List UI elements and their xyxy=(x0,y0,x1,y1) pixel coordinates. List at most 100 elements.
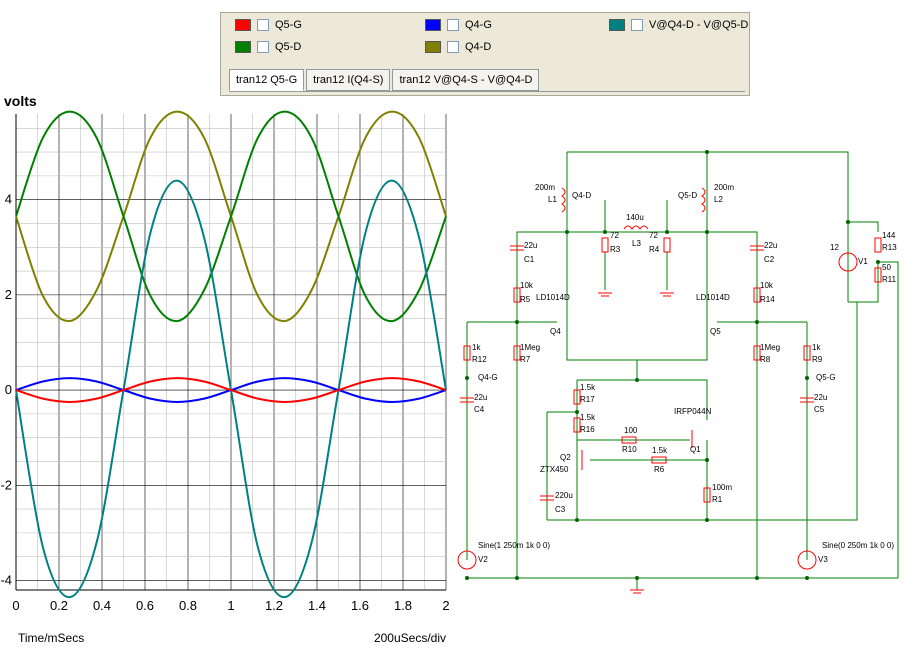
series-line-q5-g xyxy=(15,377,447,403)
y-tick-label: 0 xyxy=(5,382,12,397)
series-line-q5-d xyxy=(15,110,447,323)
label-r3: R3 xyxy=(610,245,621,254)
legend-item-q4-g[interactable]: Q4-G xyxy=(425,17,492,33)
label-l2: L2 xyxy=(714,195,723,204)
label-r11: R11 xyxy=(882,275,897,284)
label-r6: R6 xyxy=(654,465,665,474)
x-tick-label: 1.2 xyxy=(265,598,283,613)
label-r8v: 1Meg xyxy=(760,343,780,352)
label-c2v: 22u xyxy=(764,241,777,250)
probe-q5-g: Q5-G xyxy=(816,373,836,382)
label-q2t: ZTX450 xyxy=(540,465,569,474)
label-v2: V2 xyxy=(478,555,488,564)
x-tick-label: 1.6 xyxy=(351,598,369,613)
label-l1v: 200m xyxy=(535,183,555,192)
label-q2: Q2 xyxy=(560,453,571,462)
waveform-chart: 0 0.2 0.4 0.6 0.8 1 1.2 1.4 1.6 1.8 2 -4 -2 0 2 4 volts… xyxy=(0,93,449,645)
label-c4: C4 xyxy=(474,405,485,414)
legend-label: V@Q4-D - V@Q5-D xyxy=(649,19,749,31)
label-r3v: 72 xyxy=(610,231,619,240)
label-l2v: 200m xyxy=(714,183,734,192)
label-r10: R10 xyxy=(622,445,637,454)
label-v2v: Sine(1 250m 1k 0 0) xyxy=(478,541,550,550)
label-r12: R12 xyxy=(472,355,487,364)
tab-tran12-q5-g[interactable]: tran12 Q5-G xyxy=(229,69,305,91)
legend-swatch xyxy=(609,19,625,31)
label-r4: R4 xyxy=(649,245,660,254)
label-r13: R13 xyxy=(882,243,897,252)
label-v1: V1 xyxy=(858,257,868,266)
x-division-label: 200uSecs/div xyxy=(374,631,446,645)
label-q1: Q1 xyxy=(690,445,701,454)
label-l3: L3 xyxy=(632,239,641,248)
probe-q4-d: Q4-D xyxy=(572,191,591,200)
label-r16: R16 xyxy=(580,425,595,434)
chart-series xyxy=(15,110,447,599)
x-tick-label: 0.4 xyxy=(93,598,111,613)
label-c4v: 22u xyxy=(474,393,487,402)
label-r9: R9 xyxy=(812,355,823,364)
x-tick-label: 0.8 xyxy=(179,598,197,613)
label-c1: C1 xyxy=(524,255,535,264)
x-axis-label: Time/mSecs xyxy=(18,631,84,645)
label-v1v: 12 xyxy=(830,243,839,252)
label-q5t: LD1014D xyxy=(696,293,730,302)
chart-ticks: 0 0.2 0.4 0.6 0.8 1 1.2 1.4 1.6 1.8 2 -4 -2 0 2 4 xyxy=(0,192,449,613)
tab-divider xyxy=(229,91,745,92)
legend-item-q5-d[interactable]: Q5-D xyxy=(235,39,301,55)
legend-label: Q4-D xyxy=(465,41,492,53)
circuit-schematic: 200m L1 200m L2 Q4-D Q5-D 140u L3 72 R3 … xyxy=(457,150,899,594)
label-r9v: 1k xyxy=(812,343,821,352)
x-tick-label: 1.8 xyxy=(394,598,412,613)
x-tick-label: 2 xyxy=(442,598,449,613)
tab-tran12-i-q4-s[interactable]: tran12 I(Q4-S) xyxy=(306,69,391,91)
legend-label: Q5-G xyxy=(275,19,302,31)
probe-q5-d: Q5-D xyxy=(678,191,697,200)
label-r17v: 1.5k xyxy=(580,383,596,392)
label-q4t: LD1014D xyxy=(536,293,570,302)
legend-item-q4-d[interactable]: Q4-D xyxy=(425,39,491,55)
legend-swatch xyxy=(425,19,441,31)
label-r13v: 144 xyxy=(882,231,896,240)
legend-label: Q4-G xyxy=(465,19,492,31)
label-r4v: 72 xyxy=(649,231,658,240)
label-r17: R17 xyxy=(580,395,595,404)
x-tick-label: 0.2 xyxy=(50,598,68,613)
tab-bar: tran12 Q5-G tran12 I(Q4-S) tran12 V@Q4-S… xyxy=(229,69,541,91)
legend-item-q4d-q5d[interactable]: V@Q4-D - V@Q5-D xyxy=(609,17,748,33)
legend-checkbox[interactable] xyxy=(257,41,269,53)
label-r12v: 1k xyxy=(472,343,481,352)
y-tick-label: 2 xyxy=(5,287,12,302)
label-c2: C2 xyxy=(764,255,775,264)
label-r5v: 10k xyxy=(520,281,534,290)
label-q1t: IRFP044N xyxy=(674,407,712,416)
y-tick-label: -2 xyxy=(0,477,12,492)
legend-checkbox[interactable] xyxy=(631,19,643,31)
legend-item-q5-g[interactable]: Q5-G xyxy=(235,17,302,33)
legend-checkbox[interactable] xyxy=(447,41,459,53)
x-tick-label: 1 xyxy=(227,598,234,613)
label-r8: R8 xyxy=(760,355,771,364)
y-tick-label: 4 xyxy=(5,192,12,207)
label-r16v: 1.5k xyxy=(580,413,596,422)
label-r11v: 50 xyxy=(882,263,891,272)
label-r1: R1 xyxy=(712,495,723,504)
label-c5: C5 xyxy=(814,405,825,414)
x-tick-label: 0 xyxy=(12,598,19,613)
legend-checkbox[interactable] xyxy=(447,19,459,31)
tab-tran12-v-q4s-q4d[interactable]: tran12 V@Q4-S - V@Q4-D xyxy=(392,69,540,91)
legend-checkbox[interactable] xyxy=(257,19,269,31)
x-tick-label: 1.4 xyxy=(308,598,326,613)
label-c3: C3 xyxy=(555,505,566,514)
label-r10v: 100 xyxy=(624,426,638,435)
x-tick-label: 0.6 xyxy=(136,598,154,613)
label-c3v: 220u xyxy=(555,491,573,500)
legend-swatch xyxy=(235,41,251,53)
label-l1: L1 xyxy=(548,195,557,204)
legend-swatch xyxy=(425,41,441,53)
y-axis-label: volts xyxy=(4,93,37,109)
y-tick-label: -4 xyxy=(0,572,12,587)
label-c5v: 22u xyxy=(814,393,827,402)
label-r7v: 1Meg xyxy=(520,343,540,352)
label-r5: R5 xyxy=(520,295,531,304)
